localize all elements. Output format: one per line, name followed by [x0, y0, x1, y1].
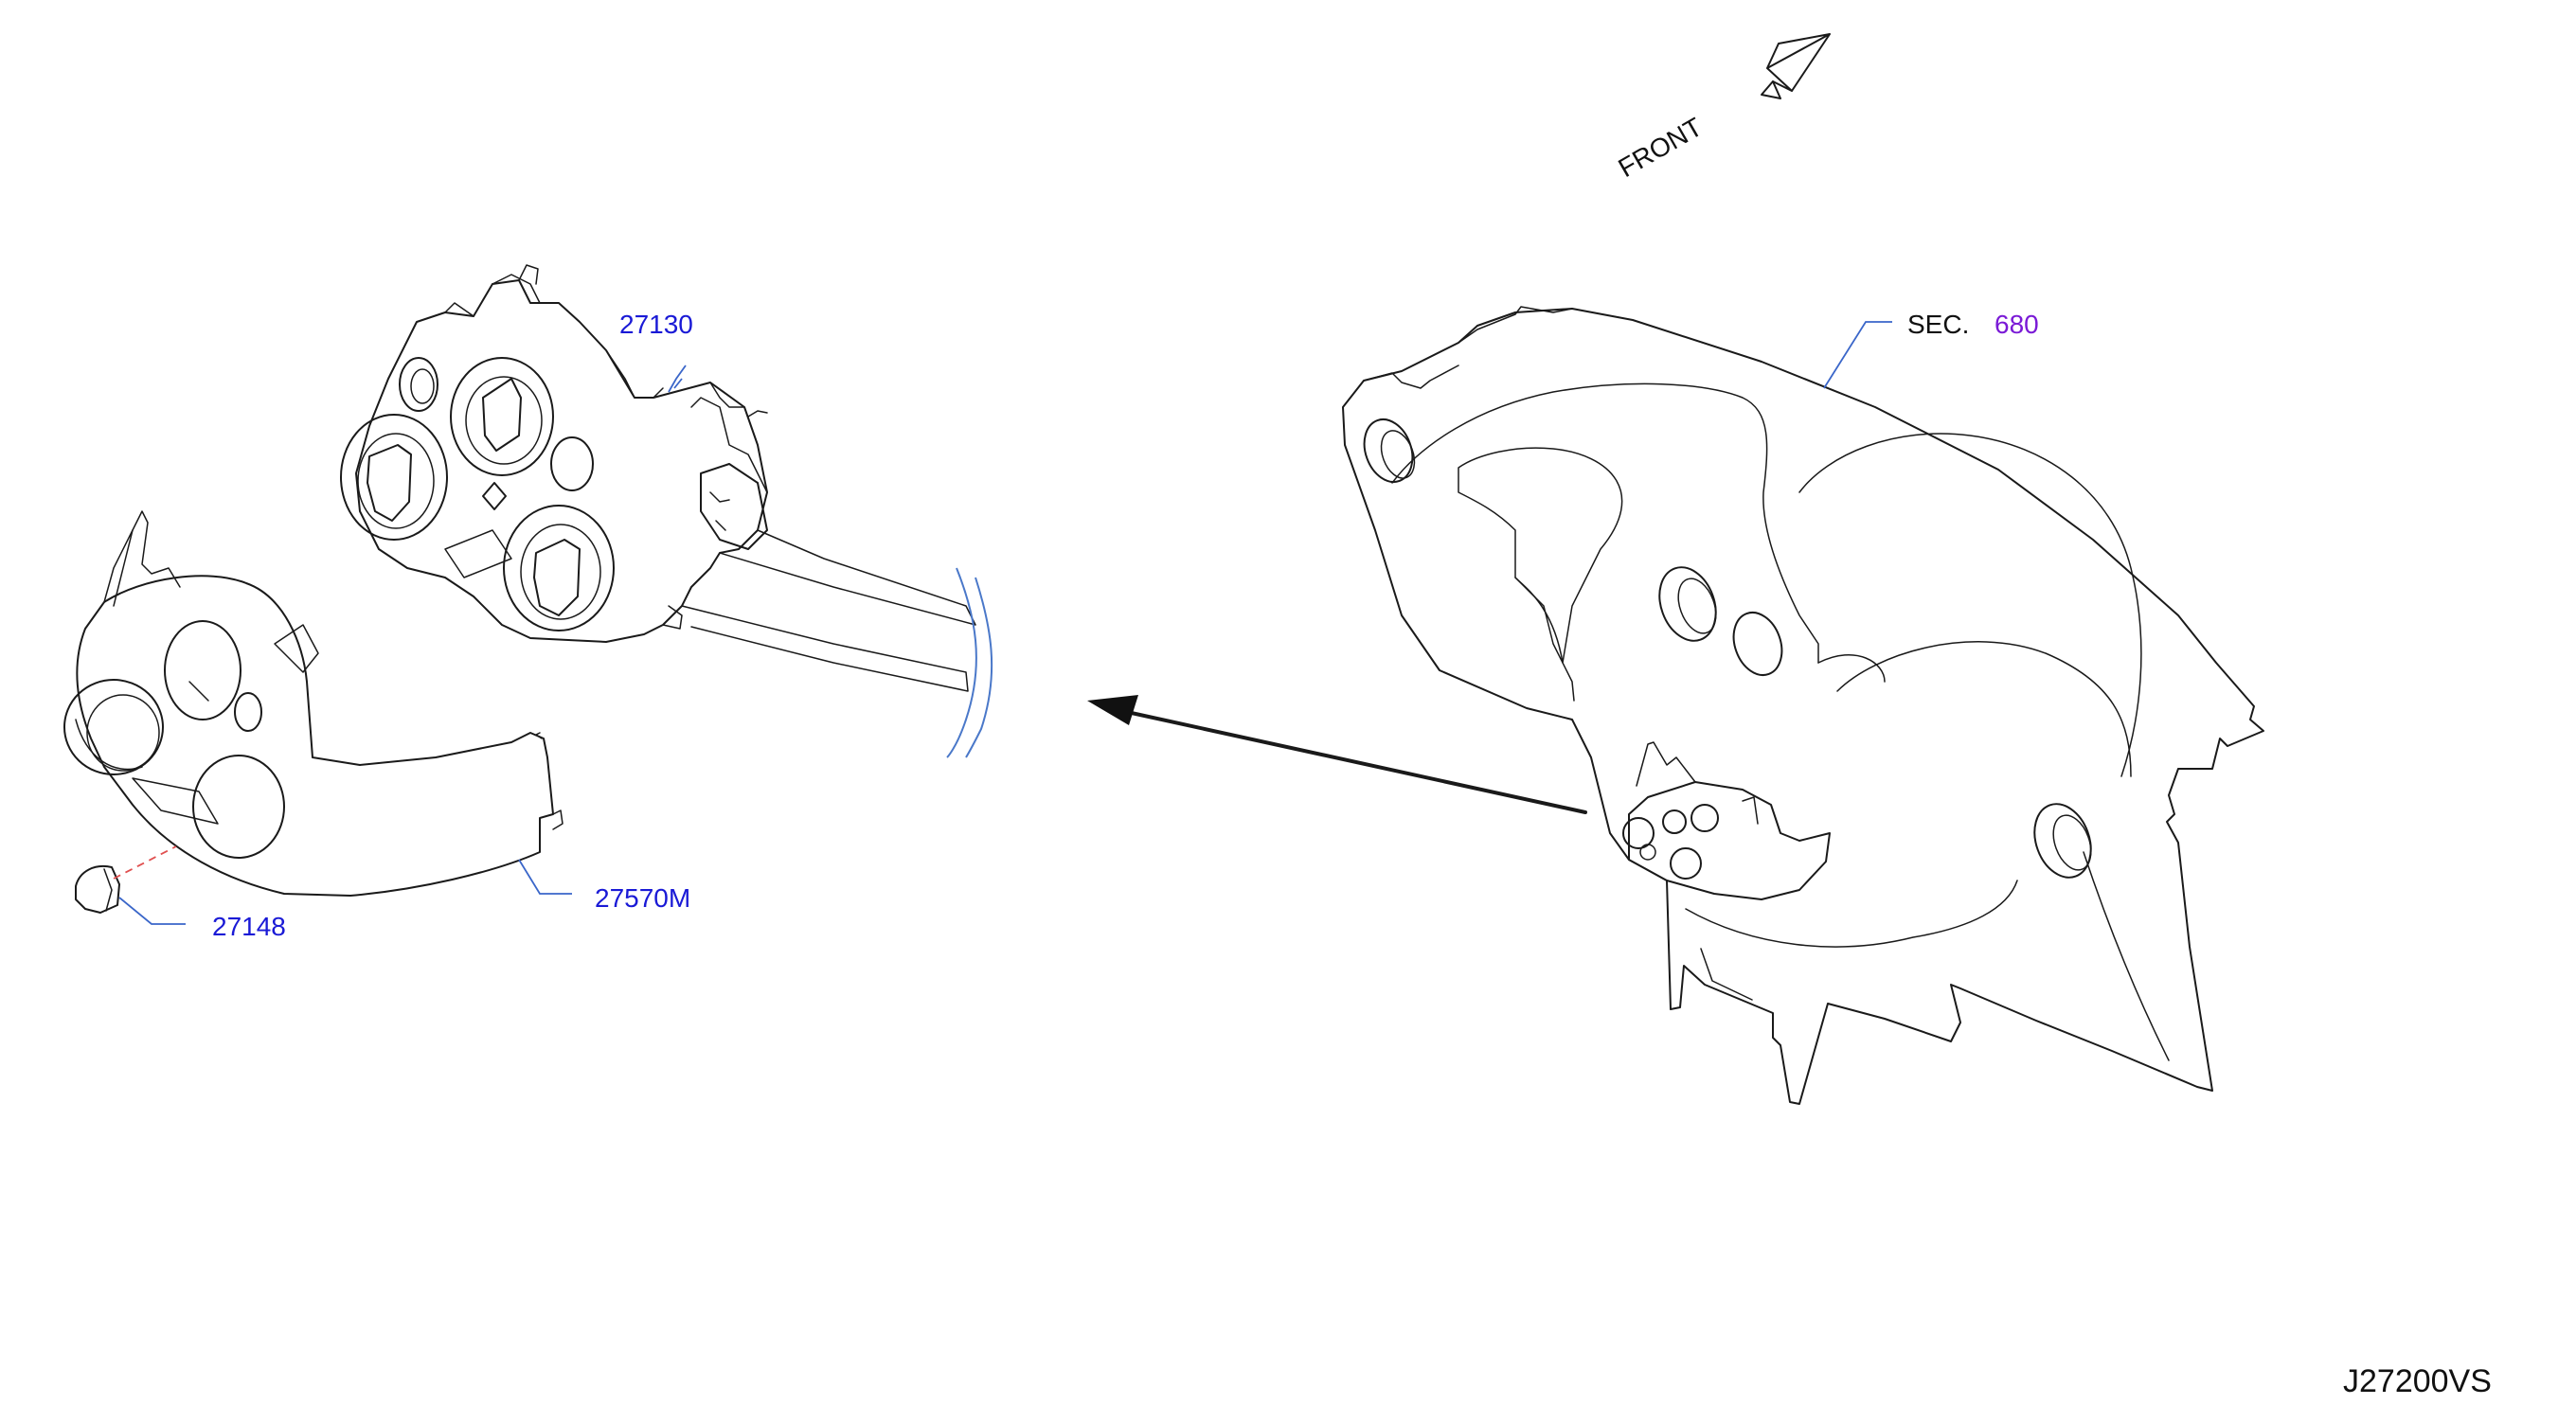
installed-heater-control — [1622, 741, 1831, 900]
leader-27570m — [518, 859, 572, 895]
instrument-panel-drawing — [1342, 306, 2264, 1105]
label-27570m: 27570M — [595, 883, 690, 913]
label-27148: 27148 — [212, 912, 286, 941]
leader-27148 — [118, 897, 186, 925]
diagram-id: J27200VS — [2343, 1363, 2492, 1399]
sec-leader-line — [1823, 321, 1892, 389]
sec-number: 680 — [1995, 310, 2039, 339]
cable-break-line-2 — [965, 577, 993, 758]
front-direction-arrow-icon — [1761, 33, 1831, 99]
control-finisher-27570m — [63, 510, 564, 897]
knob-install-dash-line — [113, 845, 177, 880]
cable-break-line-1 — [946, 567, 977, 758]
leader-27130 — [668, 365, 687, 393]
front-label: FRONT — [1614, 112, 1708, 183]
heater-control-unit-27130 — [340, 264, 976, 692]
knob-27148 — [75, 865, 120, 914]
label-27130: 27130 — [619, 310, 693, 339]
leader-27130-end — [673, 378, 683, 389]
assembly-arrow-icon — [1087, 695, 1587, 814]
sec-prefix: SEC. — [1907, 310, 1969, 339]
